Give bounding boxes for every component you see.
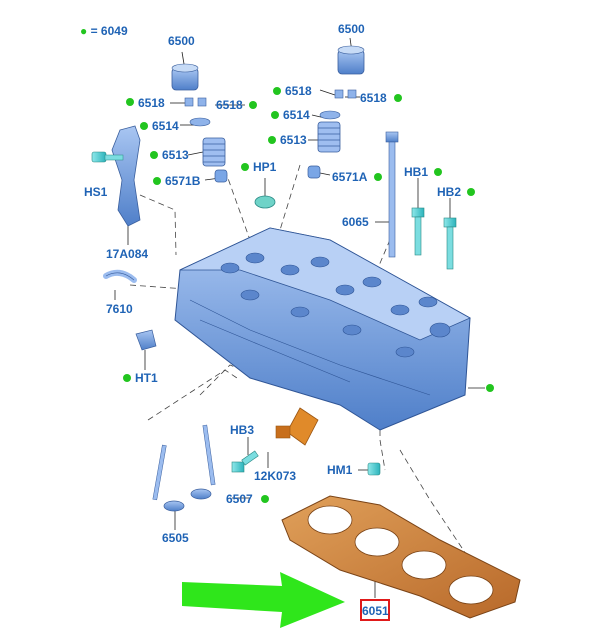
bolt-hb3: [231, 450, 259, 473]
label-7610: 7610: [106, 302, 133, 316]
bolt-hb2: [443, 217, 457, 270]
label-12k073: 12K073: [254, 469, 297, 483]
green-dot-icon: [123, 374, 131, 382]
valve-lifter-left: [171, 63, 199, 91]
bracket-17a084: [111, 125, 141, 227]
green-dot-icon: [249, 101, 257, 109]
green-dot-icon: [150, 151, 158, 159]
green-dot-icon: [241, 163, 249, 171]
label-hm1: HM1: [327, 463, 353, 477]
bolt-hs1: [91, 151, 124, 163]
label-6514-b: 6514: [283, 108, 310, 122]
label-6507: 6507: [226, 492, 253, 506]
head-gasket-6051: [281, 495, 521, 619]
label-hb2: HB2: [437, 185, 462, 199]
label-ht1: HT1: [135, 371, 158, 385]
label-6500-right: 6500: [338, 22, 365, 36]
green-dot-icon: [140, 122, 148, 130]
valve-6507: [190, 424, 216, 500]
label-6513-b: 6513: [280, 133, 307, 147]
green-dot-icon: [486, 384, 494, 392]
green-dot-icon: [268, 136, 276, 144]
label-6518-b: 6518: [216, 98, 243, 112]
label-6500-left: 6500: [168, 34, 195, 48]
valve-springs: [202, 121, 341, 167]
label-6051: 6051: [362, 604, 389, 618]
plug-hm1: [367, 462, 381, 476]
plug-hp1: [254, 195, 276, 209]
label-6518-c: 6518: [285, 84, 312, 98]
green-dot-icon: [126, 98, 134, 106]
green-dot-icon: ●: [80, 24, 88, 38]
label-6571b: 6571B: [165, 174, 201, 188]
cylinder-head: [174, 227, 471, 431]
highlight-box-6051: 6051: [360, 599, 390, 621]
green-dot-icon: [273, 87, 281, 95]
label-hs1: HS1: [84, 185, 108, 199]
green-dot-icon: [271, 111, 279, 119]
green-dot-icon: [261, 495, 269, 503]
legend-text: = 6049: [90, 24, 128, 38]
valve-keepers: [184, 89, 357, 127]
label-6518-d: 6518: [360, 91, 387, 105]
bolt-6065: [385, 131, 399, 258]
bolt-hb1: [411, 207, 425, 256]
label-6571a: 6571A: [332, 170, 368, 184]
label-6505: 6505: [162, 531, 189, 545]
label-hb1: HB1: [404, 165, 429, 179]
label-6518-a: 6518: [138, 96, 165, 110]
label-6065: 6065: [342, 215, 369, 229]
green-dot-icon: [374, 173, 382, 181]
label-6513-a: 6513: [162, 148, 189, 162]
label-hb3: HB3: [230, 423, 255, 437]
green-dot-icon: [394, 94, 402, 102]
label-6514-a: 6514: [152, 119, 179, 133]
green-dot-icon: [467, 188, 475, 196]
label-hp1: HP1: [253, 160, 277, 174]
sensor-12k073: [275, 407, 319, 446]
fitting-ht1: [135, 329, 157, 351]
label-17a084: 17A084: [106, 247, 149, 261]
legend: ● = 6049: [80, 24, 128, 38]
valve-6505: [152, 444, 185, 512]
spring-coils: [203, 127, 340, 163]
valve-lifter-right: [337, 45, 365, 75]
green-dot-icon: [153, 177, 161, 185]
valve-seals: [214, 165, 321, 183]
green-arrow-pointer: [182, 572, 345, 628]
green-dot-icon: [434, 168, 442, 176]
